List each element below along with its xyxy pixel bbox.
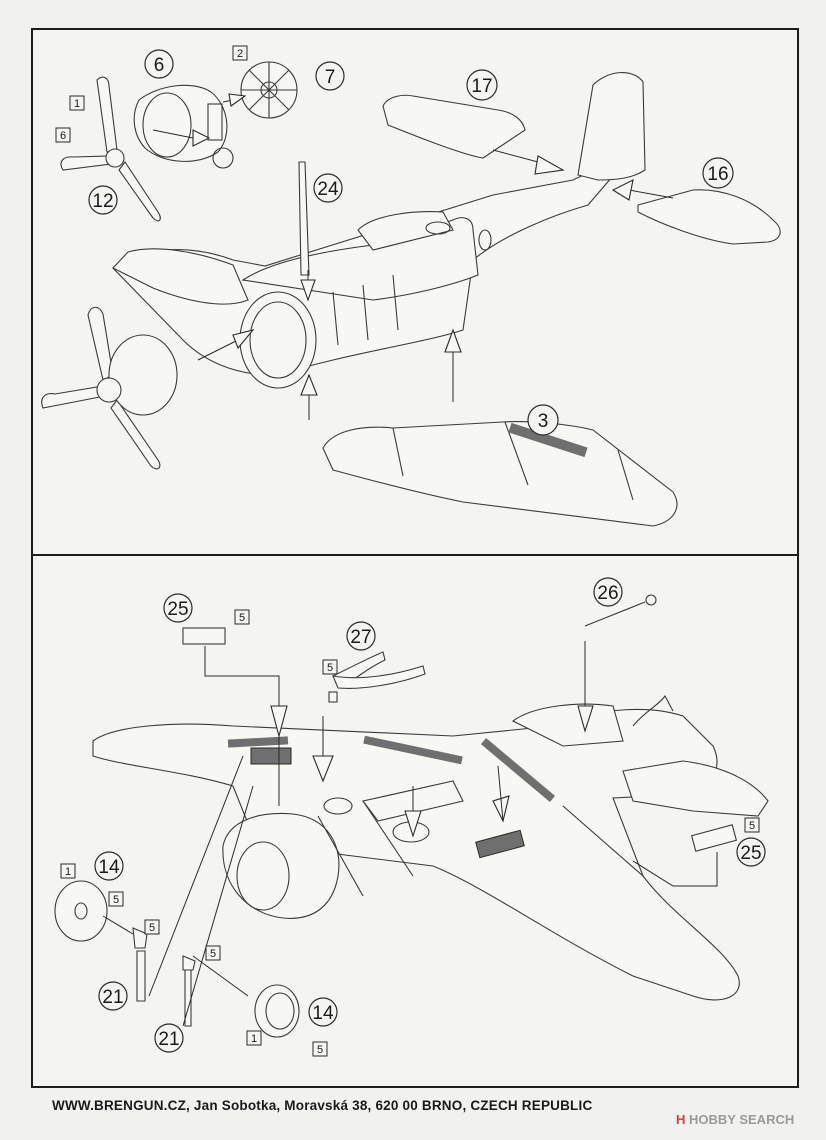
svg-text:27: 27: [350, 627, 371, 648]
aircraft-wing-lower: [322, 421, 678, 527]
svg-text:3: 3: [538, 411, 549, 432]
svg-text:24: 24: [317, 179, 339, 200]
assembly-panel-bottom: 25 27 26 25 14 14 21 21 5 5 5 5 5 5 5 1 …: [31, 556, 799, 1088]
wheel-14-left: [54, 880, 108, 942]
hobby-search-watermark: H HOBBY SEARCH: [676, 1112, 794, 1127]
svg-text:17: 17: [471, 76, 492, 97]
svg-text:5: 5: [327, 662, 333, 674]
antenna-mast-24: [298, 161, 310, 276]
aircraft-tailplane-16: [637, 189, 781, 245]
callout-3: 3: [527, 404, 559, 436]
assembly-panel-top: 6 7 12 17 16 24 3 2 1 6: [31, 28, 799, 556]
aircraft-fuselage: [112, 72, 646, 389]
callout-14-left: 14: [94, 851, 124, 881]
photoetch-part-25-loose-top: [182, 627, 226, 645]
svg-text:21: 21: [158, 1029, 179, 1050]
svg-text:1: 1: [74, 98, 80, 110]
callout-14-right: 14: [308, 997, 338, 1027]
watermark-text: HOBBY SEARCH: [689, 1112, 795, 1127]
svg-text:14: 14: [312, 1003, 334, 1024]
engine-cowling-6: [133, 84, 234, 169]
svg-text:16: 16: [707, 164, 728, 185]
callout-12: 12: [88, 185, 118, 215]
callout-21-left: 21: [98, 981, 128, 1011]
photoetch-part-25-right-fitted: [475, 829, 525, 859]
part-26: [584, 594, 657, 627]
callout-26: 26: [593, 577, 623, 607]
part-box-1: 1: [69, 95, 85, 111]
photoetch-part-25-loose-right: [690, 824, 738, 852]
callout-27: 27: [346, 621, 376, 651]
svg-text:14: 14: [98, 857, 120, 878]
part-box-1-b: 1: [246, 1030, 262, 1046]
part-box-5-d: 5: [108, 891, 124, 907]
svg-text:1: 1: [251, 1033, 257, 1045]
photoetch-part-25-left-fitted: [250, 747, 292, 765]
part-box-6: 6: [55, 127, 71, 143]
svg-text:12: 12: [92, 191, 113, 212]
part-box-5-c: 5: [744, 817, 760, 833]
svg-text:26: 26: [597, 583, 618, 604]
callout-24: 24: [313, 173, 343, 203]
assembly-drawing-top: 6 7 12 17 16 24 3 2 1 6: [41, 45, 781, 527]
propeller-12: [60, 76, 161, 222]
callout-16: 16: [702, 157, 734, 189]
part-box-5-a: 5: [234, 609, 250, 625]
callout-6: 6: [144, 49, 174, 79]
assembly-arrows-top: [152, 93, 674, 420]
part-box-2: 2: [232, 45, 248, 61]
watermark-logo-icon: H: [676, 1112, 686, 1127]
svg-text:5: 5: [239, 612, 245, 624]
svg-text:2: 2: [237, 48, 243, 60]
publisher-address-footer: WWW.BRENGUN.CZ, Jan Sobotka, Moravská 38…: [52, 1098, 593, 1113]
svg-text:6: 6: [154, 55, 165, 76]
strut-21-right: [182, 955, 196, 1027]
svg-text:5: 5: [317, 1044, 323, 1056]
svg-text:25: 25: [167, 599, 188, 620]
propeller-mounted: [41, 306, 178, 470]
aircraft-underside: [92, 694, 769, 1001]
part-box-5-f: 5: [205, 945, 221, 961]
aircraft-tailplane-17: [382, 94, 526, 159]
wheel-14-right: [254, 984, 300, 1038]
svg-text:21: 21: [102, 987, 123, 1008]
callout-7: 7: [315, 61, 345, 91]
aircraft-wing-left: [112, 248, 249, 305]
svg-text:5: 5: [210, 948, 216, 960]
part-box-5-g: 5: [312, 1041, 328, 1057]
svg-text:1: 1: [65, 866, 71, 878]
svg-text:5: 5: [113, 894, 119, 906]
part-27: [328, 651, 426, 703]
callout-25-right: 25: [736, 837, 766, 867]
strut-21-left: [132, 927, 148, 1002]
callout-25-top: 25: [163, 593, 193, 623]
svg-text:5: 5: [749, 820, 755, 832]
assembly-drawing-bottom: 25 27 26 25 14 14 21 21 5 5 5 5 5 5 5 1 …: [54, 577, 769, 1057]
part-box-5-e: 5: [144, 919, 160, 935]
svg-text:25: 25: [740, 843, 761, 864]
engine-radial-7: [240, 61, 298, 119]
svg-text:7: 7: [325, 67, 336, 88]
svg-text:5: 5: [149, 922, 155, 934]
callout-17: 17: [466, 69, 498, 101]
part-box-1-a: 1: [60, 863, 76, 879]
callout-21-right: 21: [154, 1023, 184, 1053]
part-box-5-b: 5: [322, 659, 338, 675]
svg-text:6: 6: [60, 130, 66, 142]
assembly-arrows-bottom: [102, 641, 718, 1027]
